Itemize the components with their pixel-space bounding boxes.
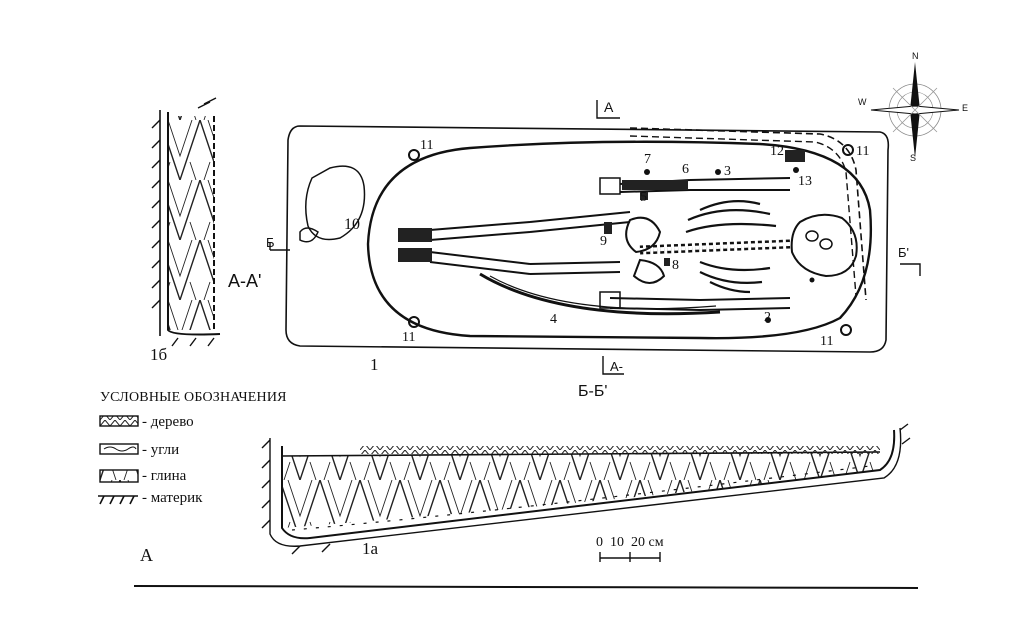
find-12: 12 [770,144,784,159]
compass-w: W [858,97,867,107]
section-1b [151,97,221,347]
compass-n: N [912,51,919,61]
find-13: 13 [798,174,812,189]
compass-e: E [962,103,969,113]
compass-rose [870,62,960,158]
find-8: 8 [672,258,679,273]
vessel-10 [305,165,366,241]
section-markers [269,100,921,375]
find-3: 3 [724,164,731,179]
bow-4 [479,272,721,316]
marker-b-left: Б [266,235,275,250]
find-2: 2 [764,310,771,325]
find-11-a: 11 [420,138,434,153]
legend-item-clay: - глина [142,468,187,484]
scale-bar [599,552,661,562]
legend-swatches [98,415,139,505]
compass-s: S [910,153,917,163]
marker-b-right: Б' [898,245,910,260]
label-section-bb: Б-Б' [578,383,608,400]
legend-item-wood: - дерево [142,414,194,430]
marker-a-bottom: А- [610,359,623,374]
label-section-aa: А-А' [228,271,262,291]
label-section-1a: 1а [362,539,379,558]
find-11-c: 11 [856,144,870,159]
marker-a-top: А [604,99,614,115]
find-9: 9 [600,234,607,249]
label-section-1b: 1б [150,345,168,364]
bottom-rule [133,585,919,589]
scale-label: 0 10 20 см [596,535,664,550]
find-4: 4 [550,312,557,327]
find-6: 6 [682,162,689,177]
legend-title: УСЛОВНЫЕ ОБОЗНАЧЕНИЯ [100,390,287,405]
find-11-d: 11 [820,334,834,349]
find-5: 5 [640,190,647,205]
find-7: 7 [644,152,651,167]
label-panel: А [140,545,153,565]
legend-item-subsoil: - материк [142,490,203,506]
label-plan: 1 [370,355,379,374]
plan-view [285,125,890,353]
section-1a [261,423,911,555]
find-10: 10 [344,216,360,233]
find-11-b: 11 [402,330,416,345]
legend-item-coals: - угли [142,442,180,458]
skull [790,213,858,278]
